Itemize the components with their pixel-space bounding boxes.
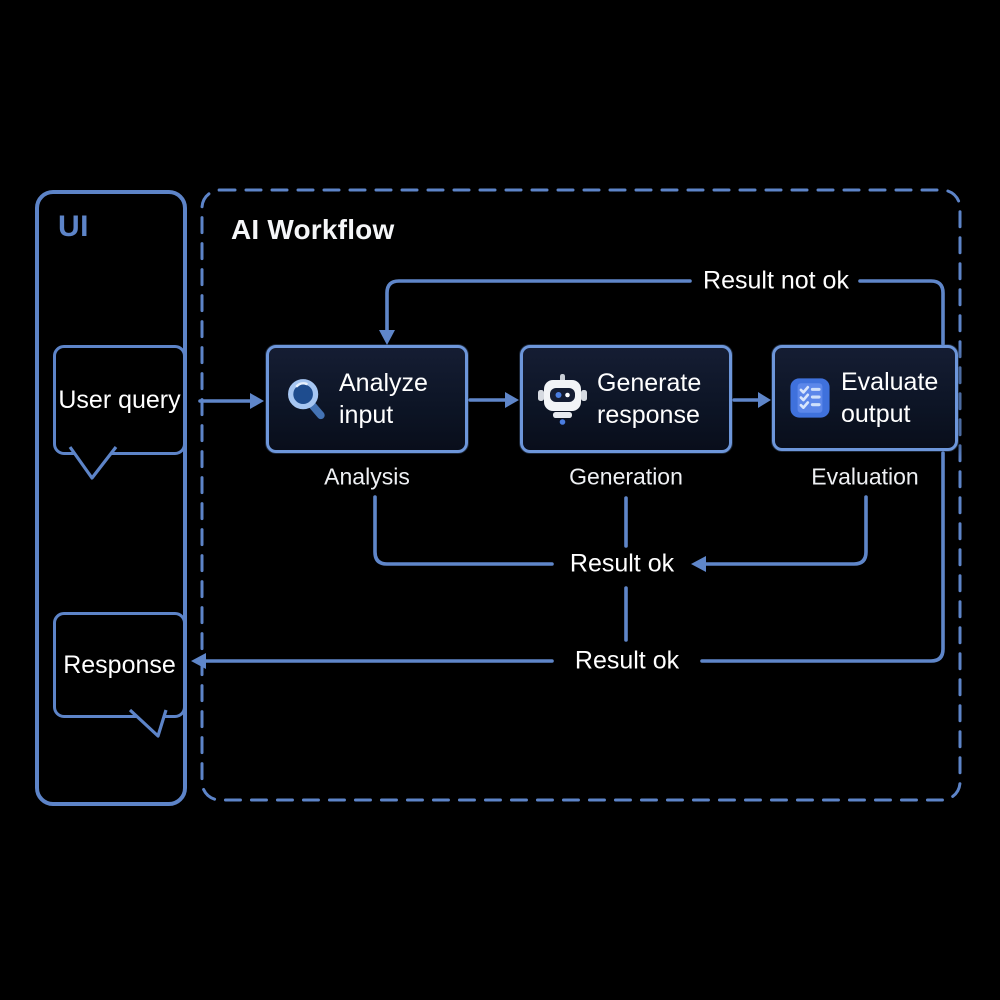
edge-label-result-ok-response: Result ok	[574, 646, 680, 675]
arrowhead-into-response	[191, 653, 206, 669]
ai-workflow-title: AI Workflow	[231, 214, 395, 245]
node-generate-response: Generate response	[520, 345, 732, 453]
arrowhead-into-generate	[505, 392, 519, 408]
checklist-icon	[790, 378, 830, 418]
response-bubble: Response	[53, 612, 186, 718]
edge-analysis-to-result-ok	[373, 495, 554, 566]
edge-evaluation-to-result-ok	[704, 495, 868, 566]
edge-result-not-ok-right	[858, 279, 945, 346]
user-query-bubble-tail	[68, 446, 118, 480]
ui-panel-border	[35, 190, 187, 806]
user-query-label: User query	[58, 385, 181, 414]
edge-label-result-not-ok: Result not ok	[703, 266, 849, 295]
arrowhead-into-analyze	[250, 393, 264, 409]
user-query-bubble: User query	[53, 345, 186, 455]
response-bubble-tail	[128, 708, 168, 738]
arrowhead-into-result-ok	[691, 556, 706, 572]
stage-label-analysis: Analysis	[324, 463, 410, 490]
stage-label-generation: Generation	[569, 463, 683, 490]
node-title: Evaluate output	[841, 368, 939, 428]
arrowhead-into-evaluate	[758, 392, 771, 408]
edge-label-result-ok-stages: Result ok	[569, 549, 675, 578]
node-analyze-input: Analyze input	[266, 345, 468, 453]
magnifier-icon	[288, 379, 325, 420]
response-label: Response	[63, 650, 176, 679]
arrowhead-loop-into-analyze	[379, 330, 395, 345]
ui-panel-title: UI	[58, 210, 89, 243]
edge-result-not-ok-left	[385, 279, 692, 332]
robot-icon	[538, 374, 587, 425]
node-evaluate-output: Evaluate output	[772, 345, 958, 451]
node-title: Analyze input	[339, 369, 428, 429]
stage-label-evaluation: Evaluation	[811, 463, 919, 490]
node-title: Generate response	[597, 369, 702, 429]
edge-evaluate-to-result-ok-outer	[700, 451, 945, 663]
